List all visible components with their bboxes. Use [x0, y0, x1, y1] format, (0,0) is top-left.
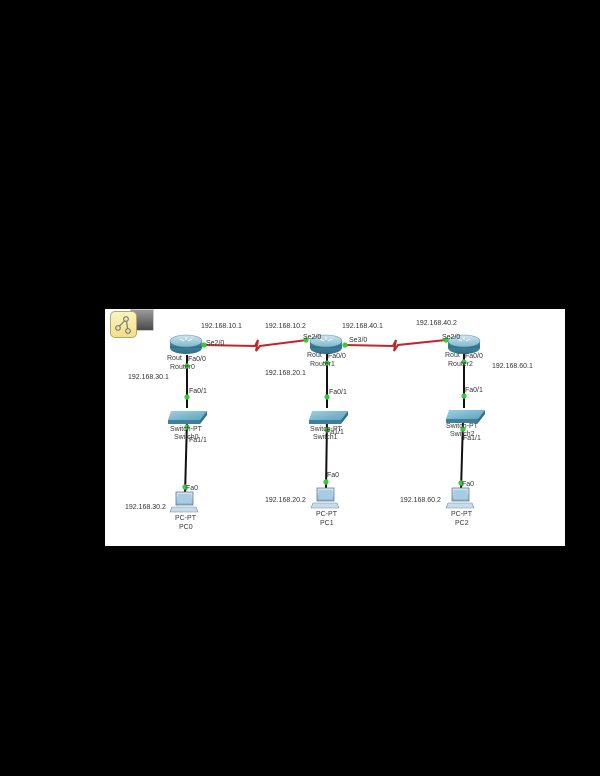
device-name-switch0: Switch0: [174, 434, 199, 441]
port-label-router1-se3-0: Se3/0: [349, 337, 368, 344]
ip-label-pc1: 192.168.20.2: [265, 497, 306, 504]
ip-label-router2-se2-0: 192.168.40.2: [416, 320, 457, 327]
ip-label-router1-se2-0: 192.168.10.2: [265, 323, 306, 330]
switch-icon-switch1[interactable]: [309, 411, 348, 424]
logical-workspace-button[interactable]: [110, 311, 137, 338]
router-icon-router2[interactable]: [447, 334, 481, 354]
link-status-dots: [182, 337, 467, 490]
device-name-switch1: Switch1: [313, 434, 338, 441]
router-icon-router0[interactable]: [169, 334, 203, 354]
port-label-switch0-fa1-1: Fa1/1: [189, 437, 207, 444]
device-name-router0: Router0: [170, 364, 195, 371]
port-label-switch2-fa1-1: Fa1/1: [463, 435, 481, 442]
port-label-router2-fa0-0: Fa0/0: [465, 353, 483, 360]
ip-label-pc2: 192.168.60.2: [400, 497, 441, 504]
port-label-switch0-fa0-1: Fa0/1: [189, 388, 207, 395]
copper-link-sw2-pc2[interactable]: [460, 419, 464, 491]
topology-icon: [115, 316, 131, 334]
pc-icon-pc2[interactable]: [445, 487, 475, 509]
pc-icon-pc0[interactable]: [169, 491, 199, 513]
serial-link-r0-r1[interactable]: [202, 339, 308, 352]
device-model-switch0: Switch-PT: [170, 426, 202, 433]
port-label-router1-se2-0: Se2/0: [303, 334, 322, 341]
device-name-switch2: Switch2: [450, 431, 475, 438]
router-icon-router1[interactable]: [309, 334, 343, 354]
device-model-router2: Rout: [445, 352, 460, 359]
switch-icon-switch2[interactable]: [446, 410, 485, 423]
port-label-router0-fa0-0: Fa0/0: [188, 356, 206, 363]
port-label-pc0-fa0: Fa0: [186, 485, 199, 492]
port-label-switch1-fa0-1: Fa0/1: [329, 389, 347, 396]
port-label-router0-se2-0: Se2/0: [206, 340, 225, 347]
ip-label-router1-fa0-0: 192.168.20.1: [265, 370, 306, 377]
pc-icon-pc1[interactable]: [310, 487, 340, 509]
ip-label-pc0: 192.168.30.2: [125, 504, 166, 511]
device-name-pc0: PC0: [179, 524, 193, 531]
device-name-pc1: PC1: [320, 520, 334, 527]
switch-icon-switch0[interactable]: [168, 411, 207, 424]
device-model-switch2: Switch-PT: [446, 423, 478, 430]
device-model-pc2: PC-PT: [451, 511, 472, 518]
serial-link-r1-r2[interactable]: [344, 339, 447, 352]
device-model-pc0: PC-PT: [175, 515, 196, 522]
ip-label-router1-se3-0: 192.168.40.1: [342, 323, 383, 330]
device-model-router1: Rout: [307, 352, 322, 359]
device-name-router1: Router1: [310, 361, 335, 368]
ip-label-router2-fa0-0: 192.168.60.1: [492, 363, 533, 370]
port-label-switch1-fa1-1: Fa1/1: [326, 429, 344, 436]
device-name-pc2: PC2: [455, 520, 469, 527]
ip-label-router0-se2-0: 192.168.10.1: [201, 323, 242, 330]
copper-link-sw0-pc0[interactable]: [184, 419, 188, 496]
device-model-switch1: Switch-PT: [310, 426, 342, 433]
port-label-pc2-fa0: Fa0: [462, 481, 475, 488]
port-label-switch2-fa0-1: Fa0/1: [465, 387, 483, 394]
device-model-pc1: PC-PT: [316, 511, 337, 518]
port-label-router2-se2-0: Se2/0: [442, 334, 461, 341]
port-label-pc1-fa0: Fa0: [327, 472, 340, 479]
ip-label-router0-fa0-0: 192.168.30.1: [128, 374, 169, 381]
device-model-router0: Rout: [167, 355, 182, 362]
device-name-router2: Router2: [448, 361, 473, 368]
port-label-router1-fa0-0: Fa0/0: [328, 353, 346, 360]
